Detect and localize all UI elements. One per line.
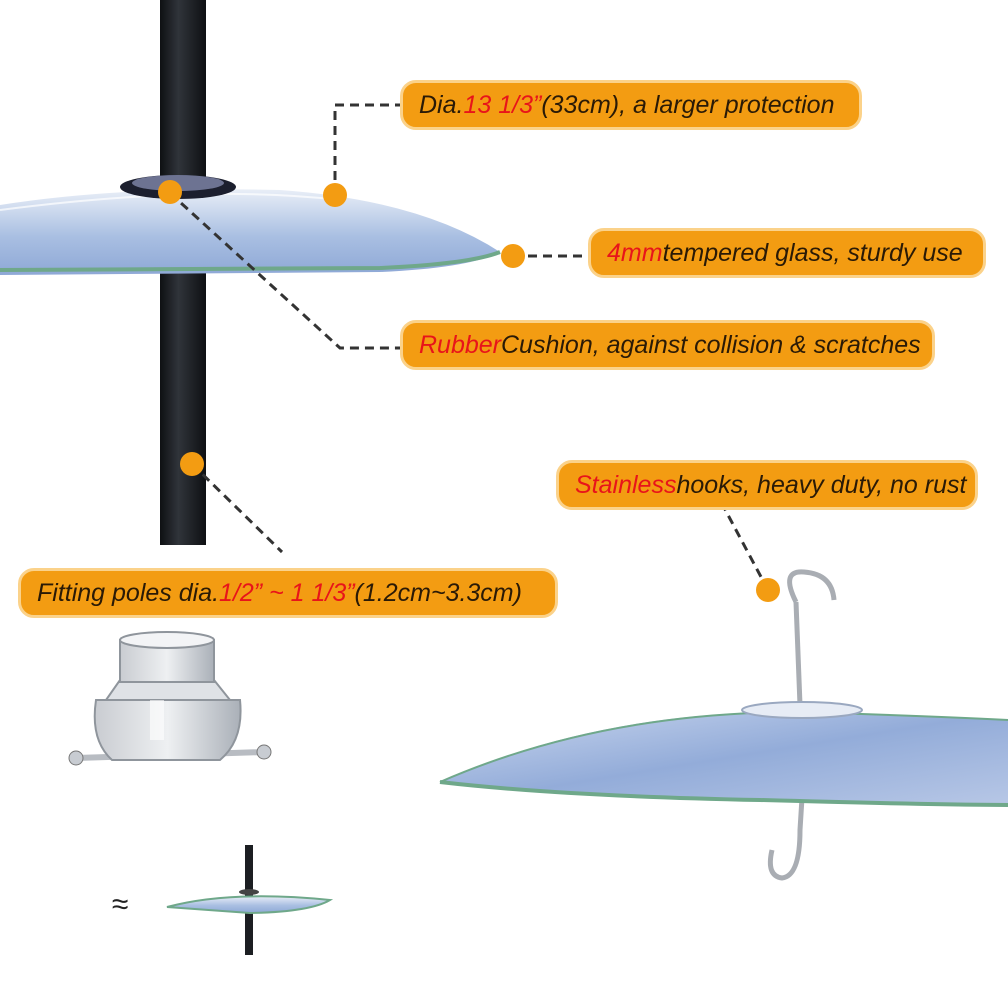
scale-symbol: ≈ [112,888,129,921]
callout-poles-highlight: 1/2” ~ 1 1/3” [219,578,355,607]
callout-hooks-highlight: Stainless [575,470,677,499]
callout-diameter: Dia. 13 1/3” (33cm), a larger protection [400,80,862,130]
callout-cushion: Rubber Cushion, against collision & scra… [400,320,935,370]
callout-glass-text: tempered glass, sturdy use [662,238,963,267]
leader-lines [168,103,770,591]
callout-glass-highlight: 4mm [607,238,663,267]
callout-diameter-highlight: 13 1/3” [463,90,542,119]
callout-diameter-prefix: Dia. [419,90,464,119]
callout-cushion-text: Cushion, against collision & scratches [501,330,921,359]
callout-cushion-highlight: Rubber [419,330,501,359]
callout-dots [158,180,780,602]
hook-icon [767,569,837,881]
callout-poles: Fitting poles dia. 1/2” ~ 1 1/3” (1.2cm~… [18,568,558,618]
callout-diameter-text: (33cm), a larger protection [541,90,835,119]
callout-glass: 4mm tempered glass, sturdy use [588,228,986,278]
callout-hooks-text: hooks, heavy duty, no rust [676,470,967,499]
glass-baffle-icon [439,701,1008,807]
callout-hooks: Stainless hooks, heavy duty, no rust [556,460,978,510]
glass-baffle-icon [0,175,501,275]
callout-poles-prefix: Fitting poles dia. [37,578,220,607]
scale-reference-icon [166,845,334,955]
callout-poles-text: (1.2cm~3.3cm) [354,578,522,607]
pole-adapter-icon [68,631,272,766]
